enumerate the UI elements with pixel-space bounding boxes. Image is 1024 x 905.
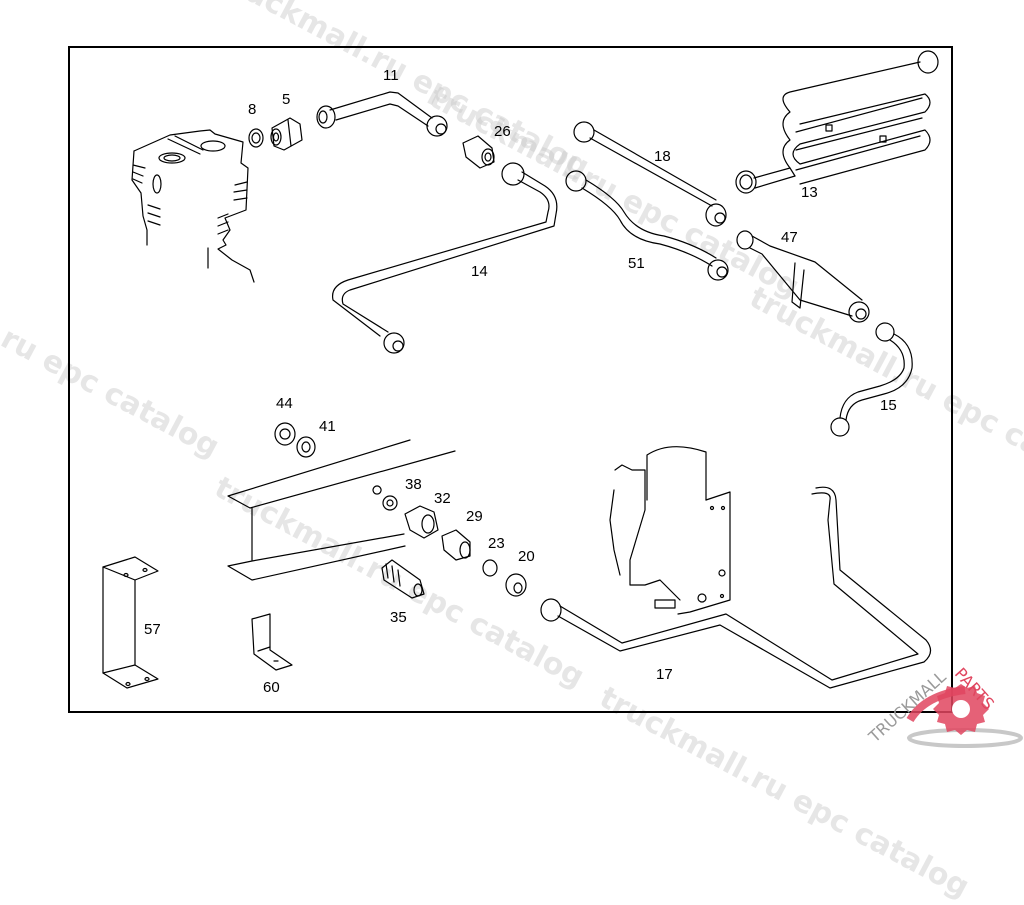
- callout-14[interactable]: 14: [471, 263, 488, 280]
- part-8-ring: [248, 128, 264, 148]
- parts-drawing: [102, 50, 939, 689]
- callout-29[interactable]: 29: [466, 508, 483, 525]
- part-38-lockwasher: [372, 485, 398, 511]
- callout-11[interactable]: 11: [383, 67, 399, 84]
- part-44-nut: [274, 422, 296, 446]
- callout-20[interactable]: 20: [518, 548, 535, 565]
- part-60-angle-bracket: [251, 613, 293, 671]
- callout-13[interactable]: 13: [801, 184, 818, 201]
- part-41-washer: [296, 436, 316, 458]
- callout-5[interactable]: 5: [282, 91, 291, 108]
- part-57-bracket: [102, 556, 159, 689]
- compressor-head-drawing: [131, 129, 255, 283]
- callout-23[interactable]: 23: [488, 535, 505, 552]
- callout-51[interactable]: 51: [628, 255, 645, 272]
- part-26-union: [462, 135, 495, 169]
- callout-8[interactable]: 8: [248, 101, 257, 118]
- part-18-pipe: [573, 121, 727, 227]
- part-5-union: [270, 117, 303, 151]
- part-23-plug: [482, 559, 498, 577]
- part-17-pipe: [540, 486, 932, 689]
- frame-rail-drawing: [227, 439, 456, 581]
- callout-41[interactable]: 41: [319, 418, 336, 435]
- callout-44[interactable]: 44: [276, 395, 293, 412]
- callout-38[interactable]: 38: [405, 476, 422, 493]
- callout-35[interactable]: 35: [390, 609, 407, 626]
- part-32-union: [404, 505, 439, 539]
- callout-57[interactable]: 57: [144, 621, 161, 638]
- part-29-union: [441, 529, 471, 561]
- callout-60[interactable]: 60: [263, 679, 280, 696]
- callout-15[interactable]: 15: [880, 397, 897, 414]
- part-14-pipe: [331, 162, 558, 354]
- callout-47[interactable]: 47: [781, 229, 798, 246]
- callout-18[interactable]: 18: [654, 148, 671, 165]
- part-15-pipe: [830, 322, 913, 437]
- part-35-bolt: [381, 559, 425, 599]
- gear-logo-icon: [906, 684, 1023, 748]
- callout-32[interactable]: 32: [434, 490, 451, 507]
- part-47-hose: [736, 230, 870, 323]
- truckmall-parts-logo: TRUCKMALL PARTS: [855, 660, 1024, 750]
- diagram-frame: [68, 46, 953, 713]
- callout-26[interactable]: 26: [494, 123, 511, 140]
- part-13-coil: [735, 50, 939, 194]
- part-51-pipe: [565, 170, 729, 281]
- part-20-nut: [505, 573, 527, 597]
- part-11-pipe: [316, 91, 448, 137]
- valve-unit-drawing: [609, 446, 731, 615]
- callout-17[interactable]: 17: [656, 666, 673, 683]
